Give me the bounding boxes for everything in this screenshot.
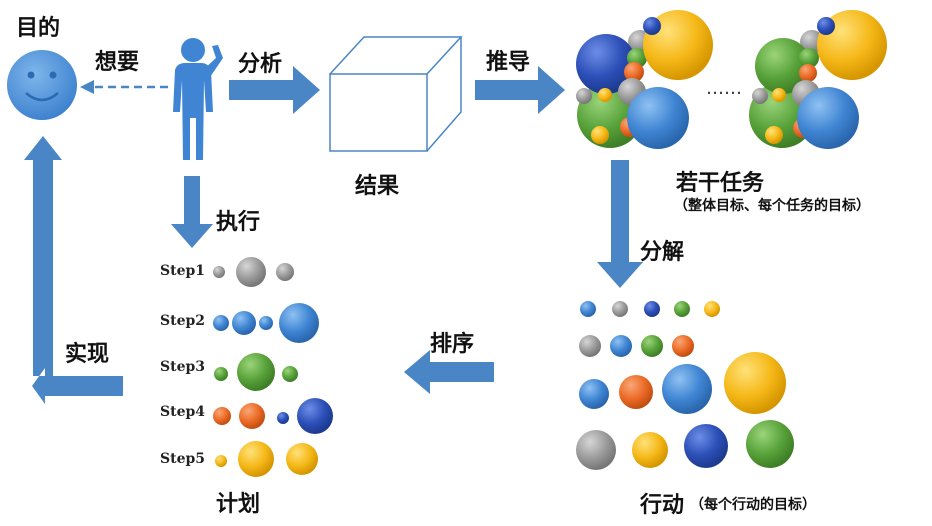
execute-label: 执行 — [216, 210, 261, 235]
plan-label: 计划 — [216, 492, 261, 517]
thinking-person-icon — [173, 38, 223, 160]
step-4-label: Step4 — [160, 404, 206, 420]
step-1-label: Step1 — [160, 263, 206, 279]
step-3-label: Step3 — [160, 359, 206, 375]
action-row-2 — [579, 335, 694, 357]
step-2-label: Step2 — [160, 313, 206, 329]
plan-step-3-balls — [214, 353, 298, 391]
sort-arrow — [404, 350, 494, 394]
want-label: 想要 — [95, 50, 140, 75]
derive-arrow — [475, 66, 565, 114]
task-cluster-2 — [749, 10, 887, 149]
analyze-arrow — [229, 66, 320, 114]
actions-note: （每个行动的目标） — [690, 497, 816, 513]
plan-step-4-balls — [213, 398, 333, 434]
realize-label: 实现 — [65, 342, 110, 367]
analyze-label: 分析 — [238, 52, 283, 77]
plan-step-5-balls — [215, 441, 318, 477]
action-row-3 — [579, 352, 786, 414]
goal-label: 目的 — [16, 16, 61, 41]
result-cube-icon — [329, 36, 463, 152]
tasks-label: 若干任务 — [676, 171, 765, 196]
plan-step-2-balls — [213, 303, 319, 343]
decompose-arrow — [597, 160, 643, 288]
tasks-note: （整体目标、每个任务的目标） — [674, 198, 870, 214]
result-label: 结果 — [355, 174, 400, 199]
derive-label: 推导 — [486, 50, 531, 75]
task-cluster-1 — [576, 10, 713, 149]
action-row-4 — [576, 420, 794, 470]
realize-arrow — [24, 136, 123, 404]
want-dashed-arrow — [80, 80, 168, 94]
action-row-1 — [580, 301, 720, 317]
decompose-label: 分解 — [640, 240, 685, 265]
ellipsis-dots: …… — [706, 78, 742, 99]
step-5-label: Step5 — [160, 451, 206, 467]
actions-label: 行动 — [640, 493, 685, 518]
execute-arrow — [171, 176, 213, 248]
smiley-face-icon — [7, 50, 77, 120]
sort-label: 排序 — [430, 332, 475, 357]
plan-step-1-balls — [213, 257, 294, 287]
